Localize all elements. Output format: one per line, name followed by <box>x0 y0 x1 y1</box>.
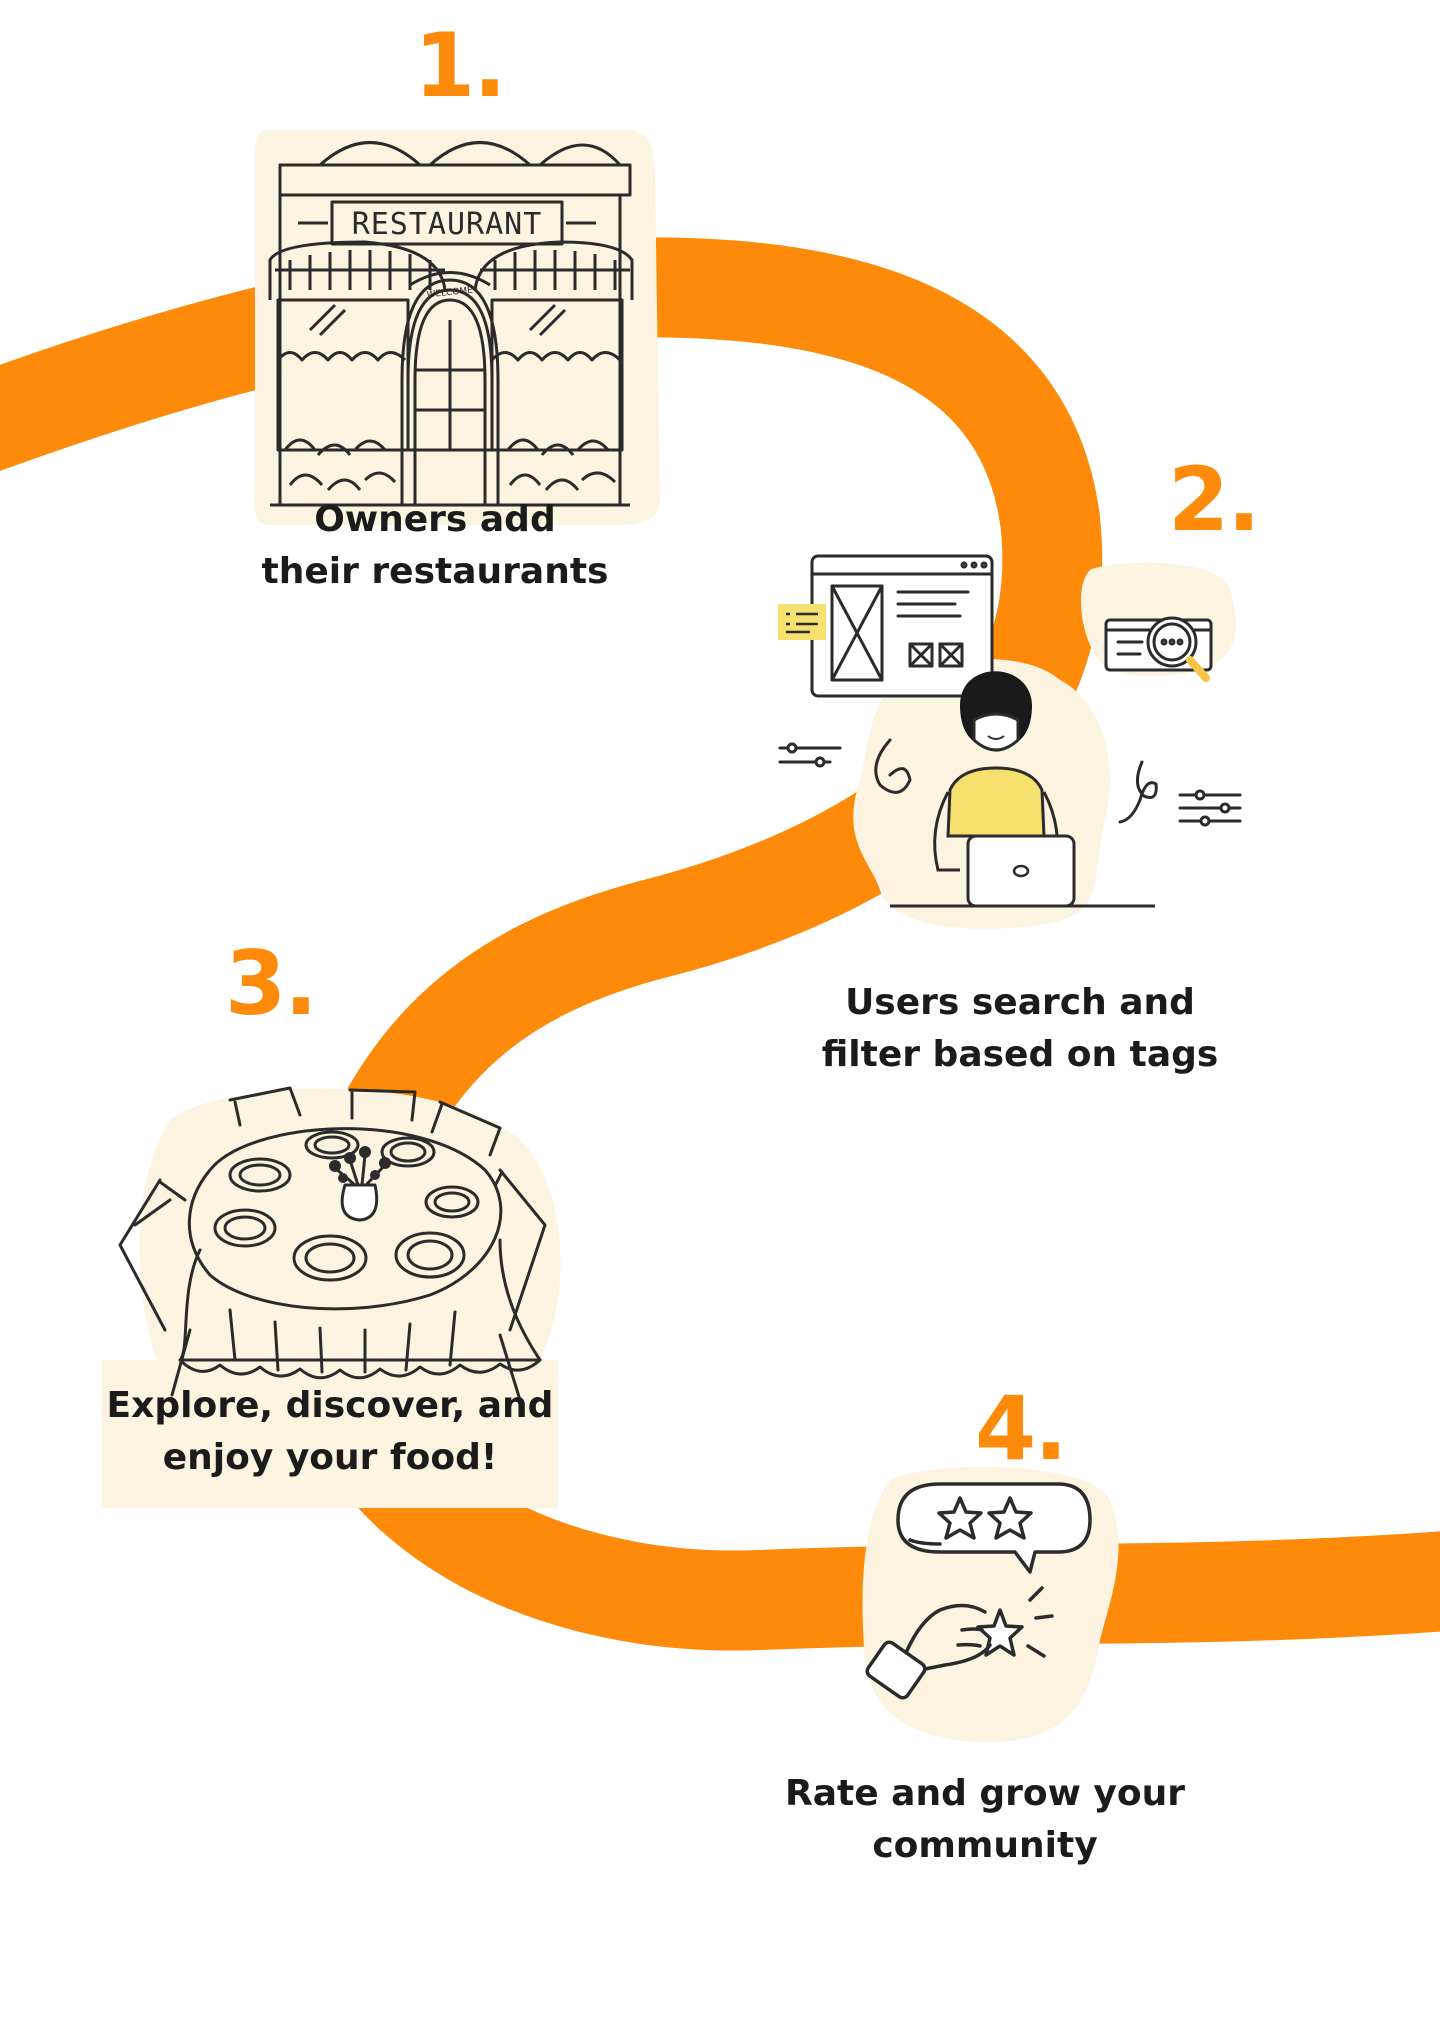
step-caption-1: Owners add their restaurants <box>230 494 640 598</box>
laptop <box>966 834 1076 908</box>
rating-illustration <box>862 1466 1119 1743</box>
search-illustration <box>778 554 1242 929</box>
caption-line: community <box>872 1825 1098 1866</box>
step-caption-4: Rate and grow your community <box>780 1768 1190 1872</box>
caption-line: enjoy your food! <box>162 1437 498 1478</box>
step-caption-3: Explore, discover, and enjoy your food! <box>105 1380 555 1484</box>
welcome-sign: WELCOME <box>426 286 474 301</box>
sticky-note <box>778 604 826 640</box>
step-number-4: 4. <box>975 1377 1068 1480</box>
caption-line: Users search and <box>845 982 1195 1023</box>
restaurant-illustration: RESTAURANT WELCOME <box>254 130 660 525</box>
step-caption-2: Users search and filter based on tags <box>800 977 1240 1081</box>
restaurant-sign: RESTAURANT <box>352 207 543 242</box>
caption-line: Owners add <box>314 499 556 540</box>
step-number-2: 2. <box>1168 448 1261 551</box>
step-number-1: 1. <box>414 14 507 117</box>
caption-line: filter based on tags <box>821 1034 1219 1075</box>
caption-line: their restaurants <box>261 551 609 592</box>
caption-line: Rate and grow your <box>784 1773 1186 1814</box>
caption-highlight <box>102 1360 558 1508</box>
caption-line: Explore, discover, and <box>106 1385 554 1426</box>
dining-table-illustration <box>102 1086 561 1508</box>
step-number-3: 3. <box>225 932 318 1035</box>
